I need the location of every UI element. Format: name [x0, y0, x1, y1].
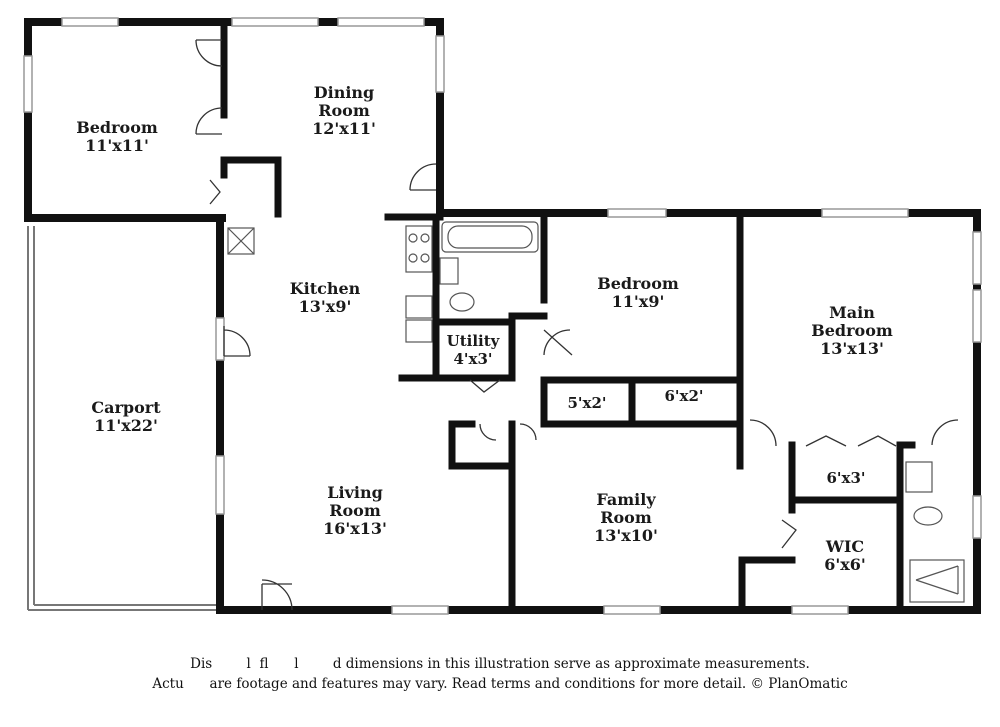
interior-walls: [220, 18, 916, 610]
fixtures: [227, 221, 965, 603]
room-label-bedroom-nw: Bedroom 11'x11': [76, 118, 158, 155]
doors: [195, 39, 959, 611]
toilet-icon: [449, 292, 475, 312]
windows: [23, 17, 982, 615]
room-label-living-room: Living Room 16'x13': [323, 483, 387, 538]
room-label-closet-6x3: 6'x3': [826, 469, 866, 487]
room-label-family-room: Family Room 13'x10': [594, 490, 658, 545]
room-label-carport: Carport 11'x22': [91, 398, 161, 435]
disclaimer-line-2: Actu are footage and features may vary. …: [152, 676, 848, 692]
room-label-closet-6x2: 6'x2': [664, 387, 704, 405]
room-label-closet-5x2: 5'x2': [567, 394, 607, 412]
sink-icon: [905, 461, 933, 493]
sink-icon: [439, 257, 459, 285]
room-label-bedroom-center: Bedroom 11'x9': [597, 274, 679, 311]
room-label-wic: WIC 6'x6': [824, 537, 866, 574]
disclaimer-line-1: Dis l fl l d dimensions in this illustra…: [190, 656, 810, 672]
room-label-dining-room: Dining Room 12'x11': [312, 83, 376, 138]
room-label-utility: Utility 4'x3': [446, 332, 500, 368]
room-label-kitchen: Kitchen 13'x9': [289, 279, 361, 316]
carport-outline: [27, 226, 216, 611]
toilet-icon: [913, 506, 943, 526]
room-label-main-bedroom: Main Bedroom 13'x13': [811, 303, 893, 358]
